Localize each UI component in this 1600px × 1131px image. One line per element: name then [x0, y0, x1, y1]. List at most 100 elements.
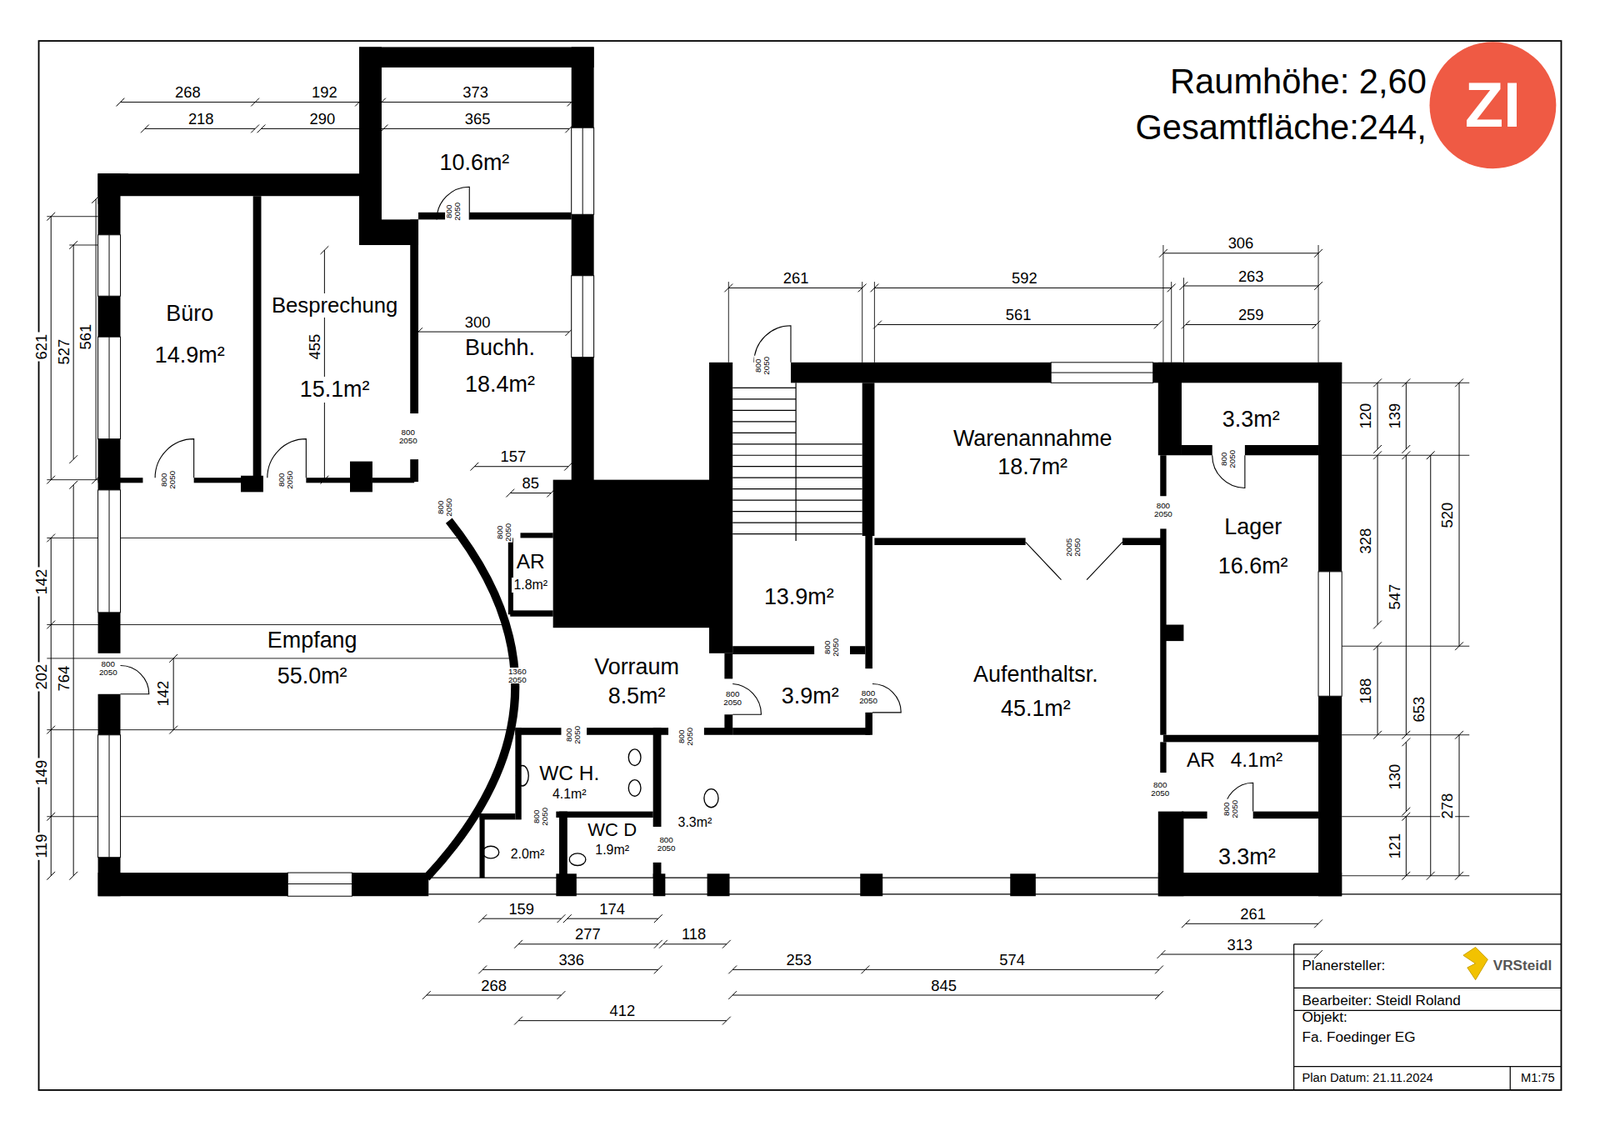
dimension-label: 313: [1225, 937, 1255, 953]
room-name: Lager: [1222, 514, 1284, 540]
planner-logo-text: VRSteidl: [1493, 957, 1552, 974]
dimension-label: 574: [997, 952, 1027, 968]
door-size-label: 800 2050: [1220, 449, 1237, 470]
room-name: WC D: [585, 819, 639, 840]
dimension-label: 547: [1387, 582, 1403, 612]
dimension-label: 290: [308, 111, 338, 127]
dimension-label: 653: [1411, 695, 1427, 725]
room-label: 3.9m²: [780, 683, 841, 710]
dimension-label: 119: [34, 831, 50, 860]
title-block-text: Fa. Foedinger EG: [1301, 1029, 1415, 1045]
dimension-label: 277: [573, 926, 603, 942]
dimension-label: 845: [929, 978, 959, 994]
room-area: 1.9m²: [593, 842, 631, 858]
dimension-label: 268: [173, 85, 203, 100]
dimension-label: 592: [1010, 270, 1040, 286]
door-size-label: 800 2050: [277, 470, 295, 490]
door-size-label: 800 2050: [677, 726, 695, 747]
door-size-label: 800 2050: [445, 201, 462, 222]
logo-circle: [1430, 41, 1557, 169]
dimension-lines: [46, 98, 1464, 1025]
dimension-label: 192: [310, 85, 340, 100]
room-label: 3.3m²: [1216, 844, 1278, 870]
room-name: AR: [515, 550, 547, 574]
door-size-label: 800 2050: [722, 690, 743, 707]
room-area: 4.1m²: [550, 786, 589, 802]
title-block-text: M1:75: [1520, 1070, 1555, 1085]
room-area: 3.3m²: [1220, 406, 1282, 433]
dimension-label: 142: [155, 679, 171, 709]
logo-text: ZI: [1465, 73, 1521, 137]
door-size-label: 800 2050: [823, 636, 840, 657]
room-label: Warenannahme18.7m²: [951, 425, 1115, 480]
door-size-label: 800 2050: [495, 522, 513, 543]
dimension-label: 159: [506, 901, 536, 917]
room-label: Besprechung15.1m²: [270, 293, 400, 404]
dimension-label: 561: [78, 322, 94, 352]
door-size-label: 800 2050: [436, 497, 454, 518]
curved-wall: [426, 520, 515, 879]
dimension-label: 365: [463, 111, 493, 127]
room-name: WC H.: [537, 761, 601, 785]
dimension-label: 261: [1238, 906, 1268, 922]
room-area: 10.6m²: [437, 150, 511, 176]
storefront-glazing: [428, 877, 1159, 895]
dimension-label: 561: [1004, 307, 1034, 323]
room-area: 1.8m²: [511, 577, 550, 593]
door-size-label: 800 2050: [565, 725, 582, 745]
dimension-label: 120: [1358, 401, 1374, 431]
room-area: 18.7m²: [995, 454, 1070, 480]
planner-logo-icon: [1463, 946, 1488, 980]
title-block-text: Plan Datum: 21.11.2024: [1301, 1070, 1433, 1085]
room-name: Aufenthaltsr.: [971, 661, 1100, 688]
door-size-label: 2005 2050: [1065, 536, 1082, 557]
walls: [98, 46, 1343, 896]
door-size-label: 800 2050: [1222, 799, 1240, 820]
room-area: 2.0m²: [509, 846, 547, 862]
door-size-label: 800 2050: [1150, 780, 1170, 798]
header-text: Gesamtfläche:244,: [1135, 110, 1426, 145]
dimension-label: 174: [597, 901, 627, 917]
room-label: AR 1.8m²: [511, 550, 550, 593]
dimension-label: 306: [1226, 235, 1256, 251]
room-label: WC H.4.1m²: [537, 761, 601, 803]
sanitary-fixtures: [482, 749, 719, 866]
dimension-label: 764: [56, 664, 72, 694]
windows: [98, 127, 1343, 896]
title-block-text: Planersteller:: [1301, 957, 1385, 974]
room-name: Warenannahme: [951, 425, 1115, 452]
room-name: Besprechung: [270, 293, 400, 319]
room-label: 10.6m²: [437, 150, 511, 176]
room-area: 4.1m²: [1229, 748, 1285, 772]
room-area: 3.9m²: [780, 683, 841, 710]
dimension-label: 142: [34, 567, 50, 597]
room-label: Lager 16.6m²: [1216, 514, 1290, 580]
window-panes: [109, 127, 1330, 884]
dimension-label: 157: [499, 449, 529, 465]
dimension-label: 328: [1358, 526, 1374, 556]
stairs: [732, 382, 863, 541]
door-size-label: 800 2050: [858, 689, 879, 706]
door-size-label: 800 2050: [160, 470, 177, 490]
room-area: 18.4m²: [463, 371, 537, 398]
door-size-label: 800 2050: [754, 355, 771, 375]
dimension-label: 527: [56, 337, 72, 367]
door-size-label: 800 2050: [656, 835, 677, 853]
room-name: Vorraum: [592, 654, 681, 680]
door-size-label: 800 2050: [1153, 501, 1174, 519]
room-label: 3.3m²: [1220, 406, 1282, 433]
dimension-label: 139: [1387, 401, 1403, 431]
dimension-label: 202: [34, 662, 50, 692]
room-label: Vorraum8.5m²: [592, 654, 681, 710]
dimension-label: 373: [460, 85, 490, 100]
dimension-label: 336: [556, 952, 586, 968]
room-name: AR: [1185, 748, 1217, 772]
header-text: Raumhöhe: 2,60: [1170, 64, 1427, 100]
dimension-label: 261: [781, 270, 811, 286]
drawing-frame: [39, 40, 1562, 1090]
room-label: AR 4.1m²: [1185, 748, 1285, 772]
dimension-label: 121: [1387, 831, 1403, 861]
dimension-label: 218: [186, 111, 216, 127]
room-area: 16.6m²: [1216, 553, 1290, 580]
